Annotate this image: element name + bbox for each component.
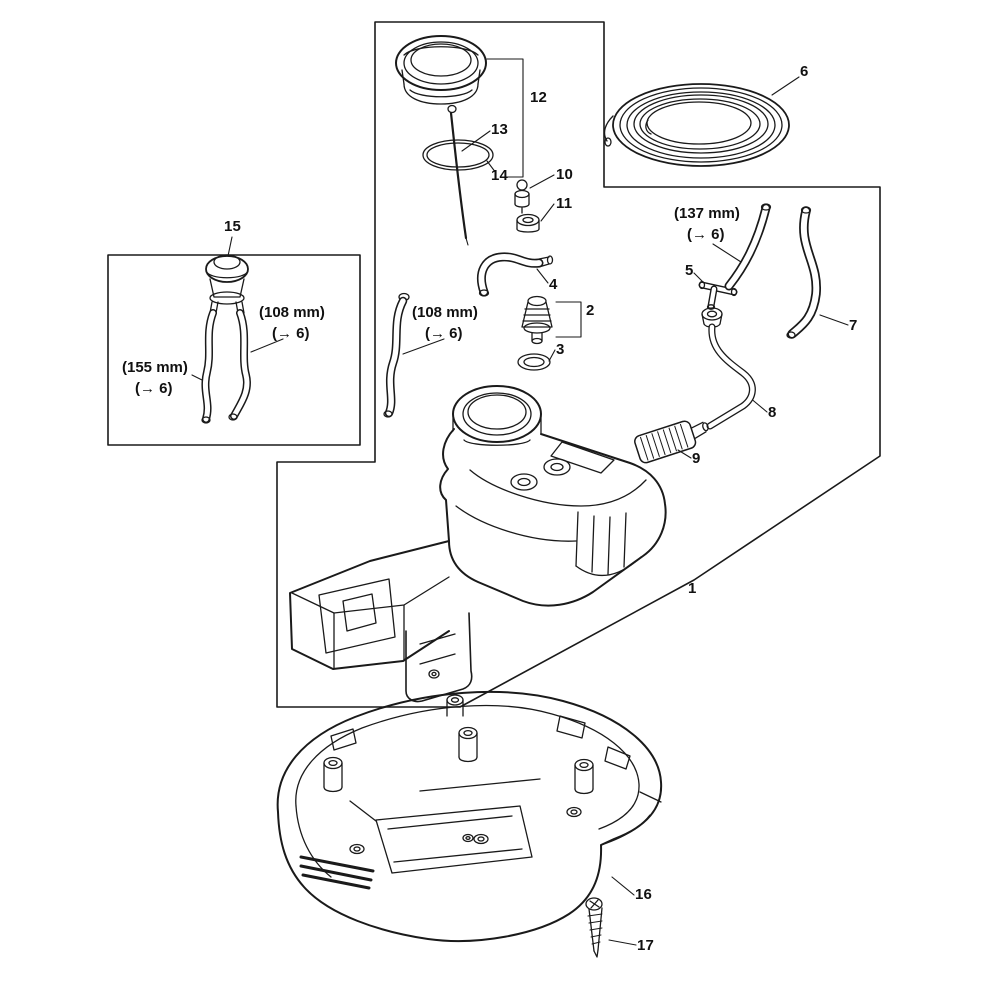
length-annotation-137mm: (137 mm) (→ 6) — [674, 203, 740, 245]
callout-7: 7 — [849, 317, 858, 334]
part-16-housing-bottom — [276, 690, 663, 942]
part-6-hose-coil — [603, 83, 790, 167]
length-value: (108 mm) — [412, 304, 478, 321]
part-11-grommet — [516, 213, 540, 233]
callout-1: 1 — [688, 580, 697, 597]
callout-3: 3 — [556, 341, 565, 358]
length-value: (155 mm) — [122, 359, 188, 376]
length-annotation-108mm-hose: (108 mm) (→ 6) — [412, 302, 478, 344]
part-1-tank-housing — [289, 385, 667, 703]
part-8-fuel-hose — [701, 307, 756, 430]
part-4-elbow-pipe — [476, 252, 554, 297]
part-7-hose — [786, 206, 821, 339]
part-10-valve — [514, 179, 530, 214]
see-figure-ref: (→ 6) — [425, 325, 463, 342]
part-17-screw — [585, 897, 603, 958]
callout-11: 11 — [556, 195, 573, 212]
part-14-gasket — [422, 139, 494, 171]
part-15-pickup-assembly — [201, 254, 251, 424]
callout-10: 10 — [556, 166, 574, 183]
detail-box-15-border — [107, 254, 361, 446]
part-3-sealing-ring — [517, 353, 551, 371]
part-5-t-connector — [698, 280, 738, 310]
leader-lines — [191, 58, 849, 946]
see-figure-ref: (→ 6) — [687, 226, 725, 243]
part-9-fuel-filter — [634, 420, 709, 464]
length-annotation-108mm-filter: (108 mm) (→ 6) — [259, 302, 325, 344]
callout-2: 2 — [586, 302, 595, 319]
callout-8: 8 — [768, 404, 777, 421]
callout-16: 16 — [635, 886, 653, 903]
see-figure-ref: (→ 6) — [272, 325, 310, 342]
callout-13: 13 — [491, 121, 509, 138]
callout-4: 4 — [549, 276, 558, 293]
callout-15: 15 — [224, 218, 242, 235]
length-annotation-155mm: (155 mm) (→ 6) — [122, 357, 188, 399]
part-13-retaining-pin — [449, 111, 469, 246]
callout-9: 9 — [692, 450, 701, 467]
see-figure-ref: (→ 6) — [135, 380, 173, 397]
callout-6: 6 — [800, 63, 809, 80]
part-12-tank-cap — [395, 35, 487, 114]
hose-137mm — [724, 203, 772, 291]
callout-5: 5 — [685, 262, 694, 279]
hose-108mm — [383, 292, 410, 418]
callout-12: 12 — [530, 89, 548, 106]
length-value: (137 mm) — [674, 205, 740, 222]
part-2-tank-vent — [521, 295, 553, 345]
callout-17: 17 — [637, 937, 655, 954]
callout-14: 14 — [491, 167, 509, 184]
length-value: (108 mm) — [259, 304, 325, 321]
